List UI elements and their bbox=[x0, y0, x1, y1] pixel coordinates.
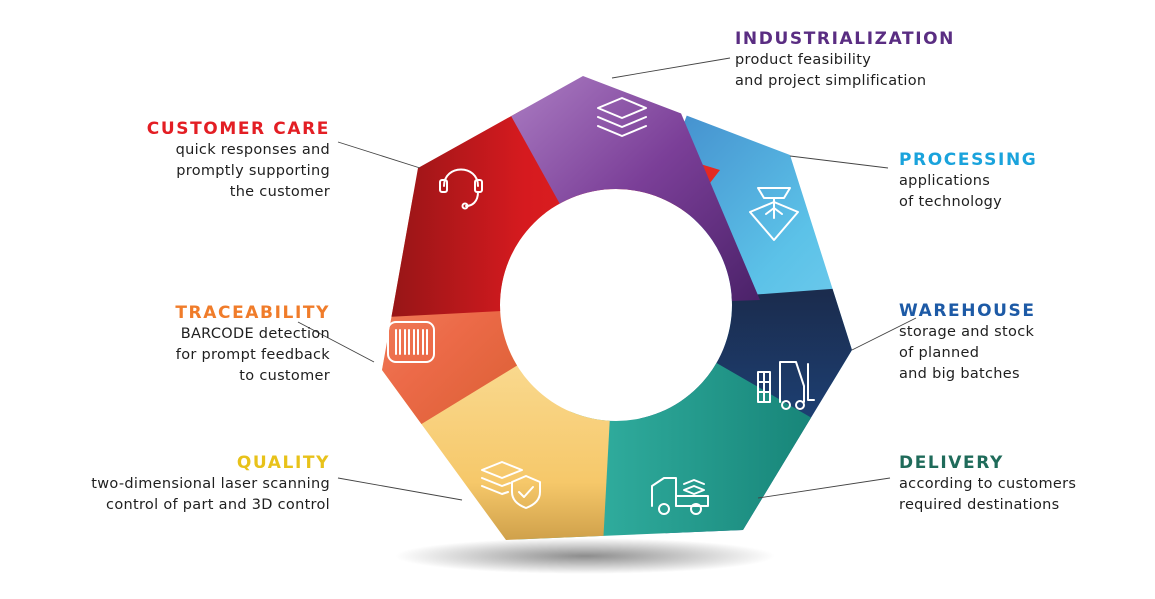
title-industrialization: INDUSTRIALIZATION bbox=[735, 29, 956, 49]
leader-traceability bbox=[297, 321, 375, 363]
desc-industrialization-1: product feasibility bbox=[735, 52, 872, 68]
desc-customer-care-1: quick responses and bbox=[175, 142, 330, 158]
forklift-icon bbox=[757, 361, 815, 410]
desc-customer-care-3: the customer bbox=[229, 184, 330, 200]
quality-shield-icon bbox=[481, 461, 541, 509]
leader-warehouse bbox=[851, 317, 917, 351]
title-customer-care: CUSTOMER CARE bbox=[146, 119, 330, 139]
desc-customer-care-2: promptly supporting bbox=[176, 163, 330, 179]
desc-industrialization-2: and project simplification bbox=[735, 73, 927, 89]
title-traceability: TRACEABILITY bbox=[175, 303, 330, 323]
laser-icon bbox=[749, 187, 799, 241]
headset-icon bbox=[439, 168, 483, 210]
ring-segments bbox=[382, 76, 852, 540]
truck-icon bbox=[651, 477, 709, 515]
desc-traceability-1: BARCODE detection bbox=[180, 326, 330, 342]
desc-processing-1: applications bbox=[899, 173, 991, 189]
desc-warehouse-2: of planned bbox=[899, 345, 980, 361]
label-industrialization: INDUSTRIALIZATION product feasibility an… bbox=[735, 28, 955, 92]
desc-warehouse-3: and big batches bbox=[899, 366, 1020, 382]
label-traceability: TRACEABILITY BARCODE detection for promp… bbox=[175, 302, 330, 387]
title-processing: PROCESSING bbox=[899, 150, 1038, 170]
leader-customer-care bbox=[337, 141, 421, 169]
leader-delivery bbox=[757, 477, 891, 499]
barcode-icon bbox=[387, 321, 435, 363]
layers-icon bbox=[597, 97, 647, 137]
title-warehouse: WAREHOUSE bbox=[899, 301, 1036, 321]
title-delivery: DELIVERY bbox=[899, 453, 1004, 473]
leader-processing bbox=[789, 155, 889, 169]
label-processing: PROCESSING applications of technology bbox=[899, 149, 1037, 213]
desc-quality-2: control of part and 3D control bbox=[106, 497, 330, 513]
ring-shadow bbox=[395, 538, 775, 574]
desc-processing-2: of technology bbox=[899, 194, 1002, 210]
leader-quality bbox=[337, 477, 463, 501]
desc-delivery-1: according to customers bbox=[899, 476, 1077, 492]
desc-traceability-3: to customer bbox=[239, 368, 330, 384]
title-quality: QUALITY bbox=[236, 453, 330, 473]
label-delivery: DELIVERY according to customers required… bbox=[899, 452, 1076, 516]
desc-delivery-2: required destinations bbox=[899, 497, 1060, 513]
label-quality: QUALITY two-dimensional laser scanning c… bbox=[91, 452, 330, 516]
desc-traceability-2: for prompt feedback bbox=[175, 347, 330, 363]
desc-warehouse-1: storage and stock bbox=[899, 324, 1035, 340]
desc-quality-1: two-dimensional laser scanning bbox=[91, 476, 330, 492]
label-warehouse: WAREHOUSE storage and stock of planned a… bbox=[899, 300, 1036, 385]
leader-industrialization bbox=[611, 57, 731, 79]
label-customer-care: CUSTOMER CARE quick responses and prompt… bbox=[147, 118, 330, 203]
